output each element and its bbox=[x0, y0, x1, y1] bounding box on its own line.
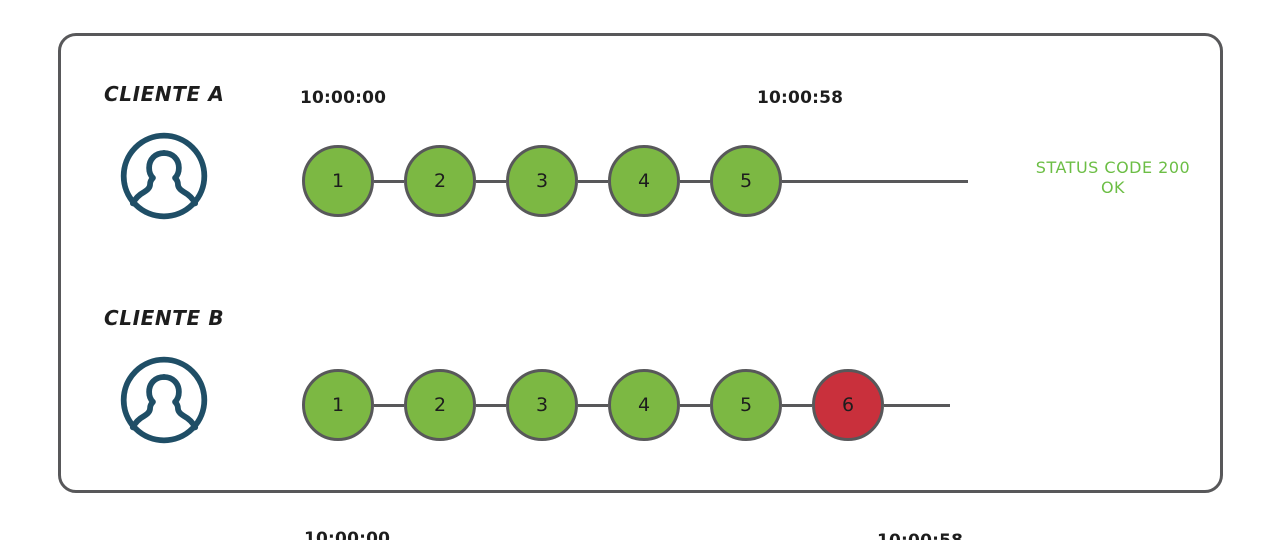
request-number: 6 bbox=[841, 394, 855, 416]
timeline-connector bbox=[578, 179, 608, 183]
client-label-a: CLIENTE A bbox=[104, 82, 225, 106]
request-node[interactable]: 3 bbox=[506, 369, 578, 441]
request-node[interactable]: 4 bbox=[608, 145, 680, 217]
request-number: 2 bbox=[433, 394, 447, 416]
timeline-connector bbox=[578, 403, 608, 407]
timeline-tail-connector bbox=[884, 403, 950, 407]
request-timeline-a: 1 2 3 4 5 bbox=[302, 145, 968, 217]
timestamp-end-b: 10:00:58 bbox=[877, 531, 963, 540]
request-node[interactable]: 1 bbox=[302, 369, 374, 441]
request-timeline-b: 1 2 3 4 5 6 bbox=[302, 369, 950, 441]
request-node[interactable]: 5 bbox=[710, 369, 782, 441]
status-message-line: OK bbox=[1100, 178, 1126, 197]
timestamp-start-b: 10:00:00 bbox=[304, 529, 391, 540]
request-number: 5 bbox=[739, 170, 753, 192]
user-avatar-icon bbox=[112, 128, 216, 224]
timeline-connector bbox=[782, 403, 812, 407]
request-number: 3 bbox=[535, 170, 549, 192]
user-avatar-icon bbox=[112, 352, 216, 448]
client-label-b: CLIENTE B bbox=[104, 306, 225, 330]
diagram-frame bbox=[58, 33, 1223, 493]
timeline-connector bbox=[476, 179, 506, 183]
request-number: 1 bbox=[331, 170, 345, 192]
timeline-connector bbox=[476, 403, 506, 407]
timestamp-start-a: 10:00:00 bbox=[300, 88, 387, 108]
request-number: 4 bbox=[637, 170, 651, 192]
timeline-connector bbox=[680, 403, 710, 407]
status-code-line: STATUS CODE 200 bbox=[1035, 158, 1191, 177]
request-number: 4 bbox=[637, 394, 651, 416]
timeline-tail-connector bbox=[782, 179, 968, 183]
request-number: 5 bbox=[739, 394, 753, 416]
timestamp-end-a: 10:00:58 bbox=[757, 88, 844, 108]
request-node[interactable]: 2 bbox=[404, 145, 476, 217]
request-number: 1 bbox=[331, 394, 345, 416]
timeline-connector bbox=[680, 179, 710, 183]
request-node-blocked[interactable]: 6 bbox=[812, 369, 884, 441]
request-number: 3 bbox=[535, 394, 549, 416]
timeline-connector bbox=[374, 403, 404, 407]
request-number: 2 bbox=[433, 170, 447, 192]
request-node[interactable]: 3 bbox=[506, 145, 578, 217]
request-node[interactable]: 5 bbox=[710, 145, 782, 217]
request-node[interactable]: 4 bbox=[608, 369, 680, 441]
status-badge-a: STATUS CODE 200 OK bbox=[1026, 158, 1200, 198]
request-node[interactable]: 1 bbox=[302, 145, 374, 217]
timeline-connector bbox=[374, 179, 404, 183]
request-node[interactable]: 2 bbox=[404, 369, 476, 441]
